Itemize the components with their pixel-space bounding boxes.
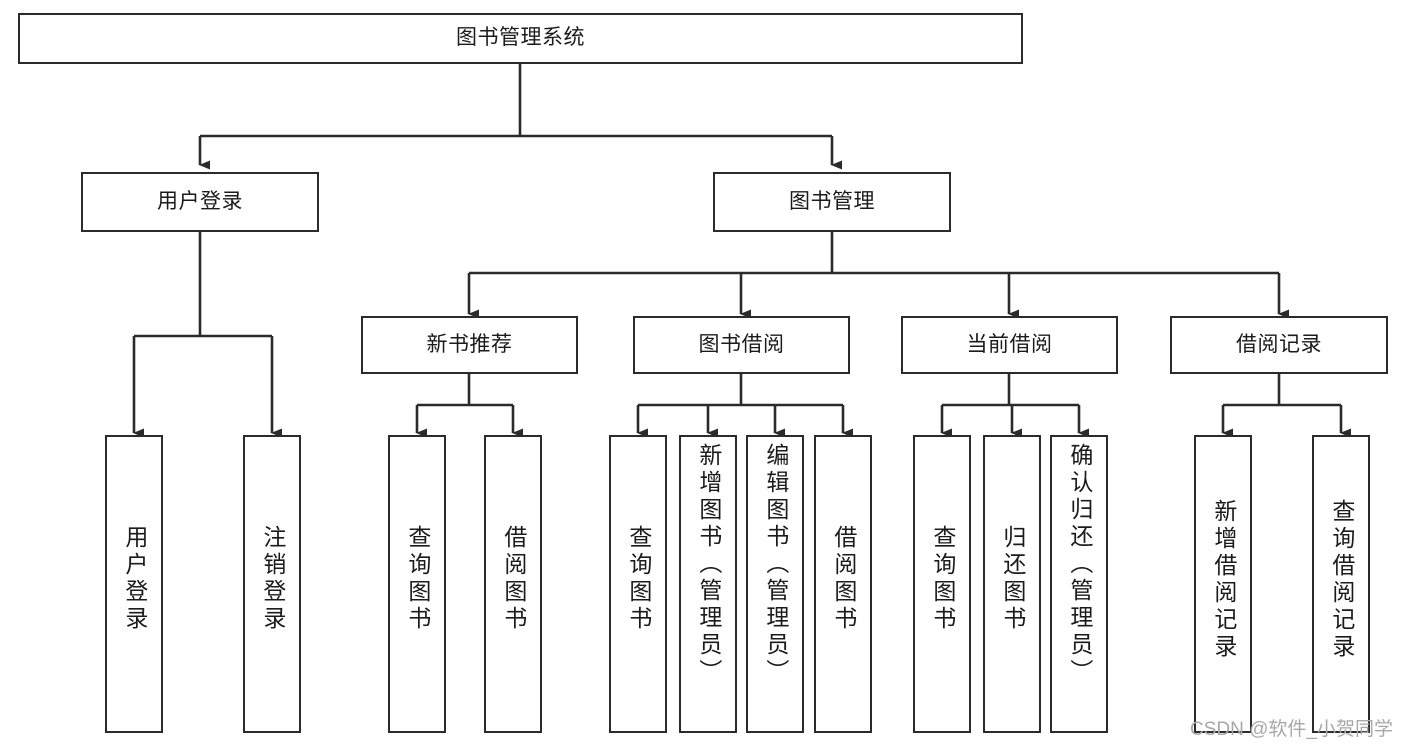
node-current-borrow[interactable]: 当前借阅	[901, 316, 1118, 374]
node-root[interactable]: 图书管理系统	[18, 13, 1023, 64]
node-leaf-query-record[interactable]: 查询借阅记录	[1312, 435, 1370, 733]
node-new-book-recommend[interactable]: 新书推荐	[361, 316, 578, 374]
node-book-manage-label: 图书管理	[789, 189, 875, 213]
node-leaf-query-book-2-label: 查询图书	[625, 525, 652, 633]
node-leaf-query-record-label: 查询借阅记录	[1328, 499, 1355, 661]
node-book-borrow[interactable]: 图书借阅	[633, 316, 850, 374]
node-current-borrow-label: 当前借阅	[966, 332, 1053, 356]
node-leaf-user-login-label: 用户登录	[121, 525, 148, 633]
node-leaf-confirm-return[interactable]: 确认归还（管理员）	[1050, 435, 1108, 733]
node-leaf-add-record-label: 新增借阅记录	[1210, 499, 1237, 661]
node-borrow-record[interactable]: 借阅记录	[1170, 316, 1388, 374]
node-root-label: 图书管理系统	[456, 26, 585, 50]
csdn-watermark: CSDN @软件_小贺同学	[1190, 719, 1393, 740]
node-leaf-query-book-1[interactable]: 查询图书	[388, 435, 446, 733]
node-leaf-query-book-3-label: 查询图书	[929, 525, 956, 633]
node-new-book-recommend-label: 新书推荐	[426, 332, 513, 356]
node-leaf-edit-book-label: 编辑图书（管理员）	[762, 443, 789, 686]
node-leaf-query-book-1-label: 查询图书	[404, 525, 431, 633]
node-leaf-borrow-book-1-label: 借阅图书	[500, 525, 527, 633]
node-leaf-query-book-2[interactable]: 查询图书	[609, 435, 667, 733]
node-leaf-borrow-book-2-label: 借阅图书	[830, 525, 857, 633]
node-leaf-return-book-label: 归还图书	[999, 525, 1026, 633]
node-leaf-confirm-return-label: 确认归还（管理员）	[1066, 443, 1093, 686]
node-leaf-edit-book[interactable]: 编辑图书（管理员）	[746, 435, 804, 733]
node-leaf-user-login[interactable]: 用户登录	[105, 435, 163, 733]
node-leaf-add-book[interactable]: 新增图书（管理员）	[679, 435, 737, 733]
node-leaf-query-book-3[interactable]: 查询图书	[913, 435, 971, 733]
node-leaf-add-record[interactable]: 新增借阅记录	[1194, 435, 1252, 733]
node-leaf-borrow-book-2[interactable]: 借阅图书	[814, 435, 872, 733]
node-book-borrow-label: 图书借阅	[698, 332, 785, 356]
node-user-login[interactable]: 用户登录	[81, 172, 319, 232]
node-leaf-user-logout-label: 注销登录	[259, 525, 286, 633]
node-leaf-borrow-book-1[interactable]: 借阅图书	[484, 435, 542, 733]
node-book-manage[interactable]: 图书管理	[713, 172, 951, 232]
node-borrow-record-label: 借阅记录	[1236, 332, 1322, 356]
node-leaf-user-logout[interactable]: 注销登录	[243, 435, 301, 733]
node-leaf-return-book[interactable]: 归还图书	[983, 435, 1041, 733]
node-user-login-label: 用户登录	[157, 189, 243, 213]
node-leaf-add-book-label: 新增图书（管理员）	[695, 443, 722, 686]
